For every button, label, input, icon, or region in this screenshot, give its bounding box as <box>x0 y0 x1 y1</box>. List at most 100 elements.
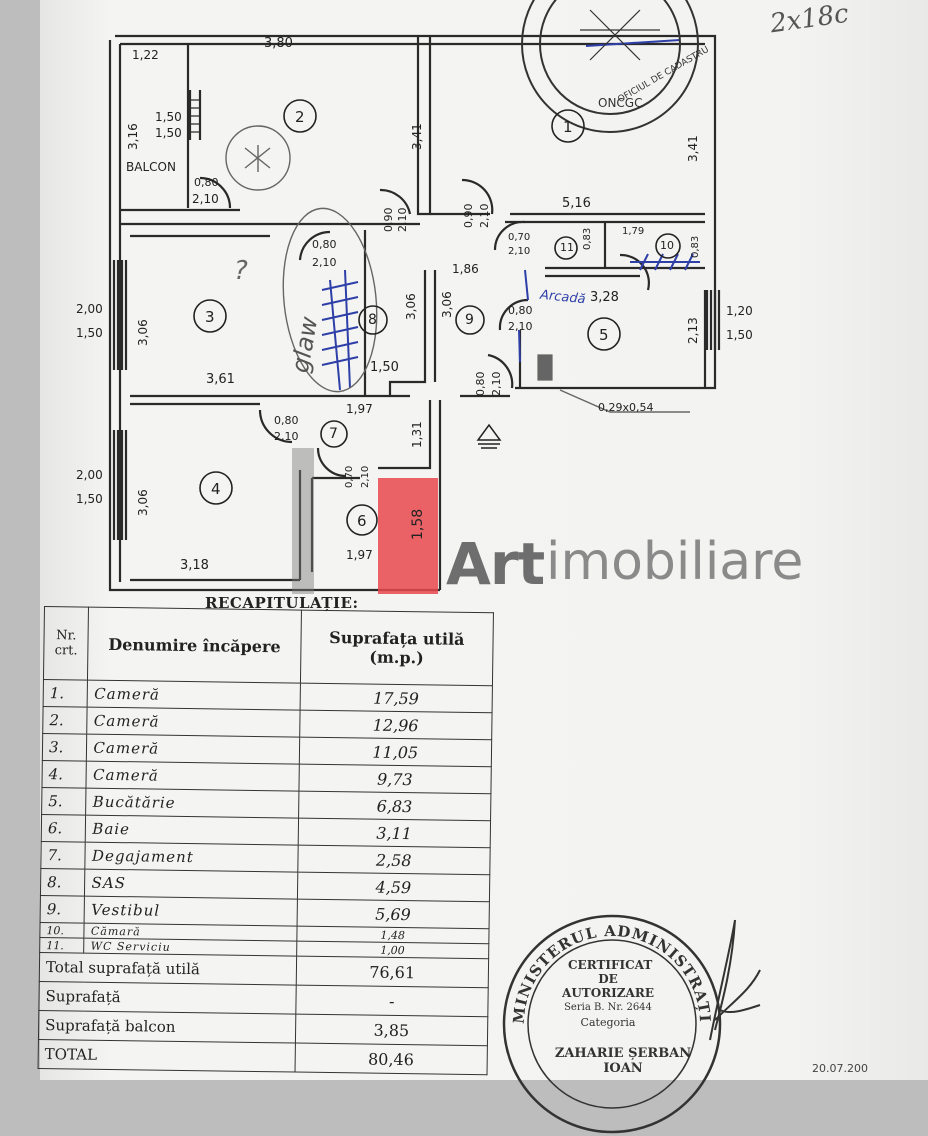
dimension-label: 0,83 <box>690 235 701 258</box>
stamp-line: DE <box>598 972 618 986</box>
dimension-label: 1,97 <box>346 548 373 562</box>
row-name: Cameră <box>87 707 300 738</box>
stamp-line: Categoria <box>580 1016 636 1029</box>
dimension-label: 3,28 <box>590 290 619 305</box>
room-number: 5 <box>599 326 609 344</box>
row-name: Cameră <box>86 734 300 765</box>
dimension-label: 0,90 <box>462 203 475 229</box>
watermark-suffix: imobiliare <box>546 532 804 592</box>
dimension-label: 2,10 <box>478 203 491 229</box>
dimension-label: 1,31 <box>410 421 424 448</box>
dimension-label: 2,10 <box>508 320 533 333</box>
dimension-label: 2,10 <box>490 371 503 397</box>
dimension-label: 2,10 <box>312 256 337 269</box>
date-fragment: 20.07.200 <box>812 1062 868 1075</box>
dimension-label: 3,16 <box>126 123 140 150</box>
dimension-label: 1,22 <box>132 48 159 62</box>
total-value: - <box>295 985 489 1017</box>
dimension-label: 3,41 <box>410 123 424 150</box>
row-area: 5,69 <box>296 899 490 929</box>
top-stamp-code: ONCGC <box>598 96 643 110</box>
dimension-label: 0,83 <box>582 227 593 250</box>
dimension-label: 2,10 <box>192 192 219 206</box>
row-nr: 9. <box>40 895 85 924</box>
room-number: 10 <box>660 239 674 252</box>
dimension-label: 3,06 <box>404 293 418 320</box>
watermark-brand: Art <box>446 530 545 598</box>
dimension-label: 5,16 <box>562 196 591 211</box>
row-nr: 7. <box>40 841 86 870</box>
room-number: 9 <box>465 312 474 328</box>
table-header-row: Nr. crt. Denumire încăpere Suprafața uti… <box>43 606 494 686</box>
row-area: 11,05 <box>298 737 492 767</box>
dimension-label: 1,97 <box>346 402 373 416</box>
dimension-label: 3,61 <box>206 372 235 387</box>
dimension-label: 3,18 <box>180 558 209 573</box>
balcony-label: BALCON <box>126 160 176 174</box>
row-area: 17,59 <box>299 683 493 713</box>
row-nr: 11. <box>39 937 85 954</box>
dimension-label: 0,80 <box>194 176 219 189</box>
dimension-label: 1,50 <box>155 110 182 124</box>
dimension-label: 2,10 <box>508 246 531 257</box>
dimension-label: 2,10 <box>360 465 371 488</box>
dimension-label: 1,79 <box>622 226 645 237</box>
room-number: 6 <box>357 512 367 530</box>
row-name: Bucătărie <box>86 788 299 819</box>
row-name: SAS <box>84 869 298 900</box>
dimension-label: 1,20 <box>726 304 753 318</box>
row-nr: 6. <box>41 814 87 843</box>
row-name: Vestibul <box>84 896 297 927</box>
total-value: 3,85 <box>294 1014 488 1046</box>
row-name: Baie <box>85 815 299 846</box>
room-number: 4 <box>211 480 221 498</box>
dimension-label: 3,06 <box>136 319 150 346</box>
row-name: Degajament <box>85 842 298 873</box>
dimension-label: 0,70 <box>344 465 355 488</box>
total-value: 80,46 <box>294 1043 488 1075</box>
dimension-label: 3,06 <box>440 291 454 318</box>
dimension-label: 1,50 <box>155 126 182 140</box>
room-number: 7 <box>329 426 338 442</box>
dimension-label: 2,00 <box>76 302 103 316</box>
stamp-line: CERTIFICAT <box>568 958 653 972</box>
total-label: Suprafață <box>38 981 296 1015</box>
dimension-label: 3,06 <box>136 489 150 516</box>
total-value: 76,61 <box>295 956 489 988</box>
dimension-label: 3,41 <box>686 135 700 162</box>
dimension-label: 2,13 <box>686 317 700 344</box>
row-nr: 10. <box>39 922 85 939</box>
floor-plan <box>108 0 721 592</box>
dimension-label: 0,80 <box>508 304 533 317</box>
row-nr: 8. <box>40 868 86 897</box>
dimension-label: 1,50 <box>370 360 399 375</box>
recap-title: RECAPITULAȚIE: <box>205 594 359 612</box>
stamp-line: AUTORIZARE <box>562 986 654 1000</box>
dimension-label: 1,50 <box>726 328 753 342</box>
watermark-overlay <box>292 448 314 594</box>
dimension-label: 0,29x0,54 <box>598 401 654 414</box>
total-label: TOTAL <box>38 1039 295 1073</box>
dimension-label: 1,50 <box>76 492 103 506</box>
stamp-name: ZAHARIE ȘERBAN IOAN <box>554 1046 692 1076</box>
row-area: 9,73 <box>298 764 492 794</box>
dimension-label: 0,80 <box>474 371 487 397</box>
dimension-label: 0,80 <box>312 238 337 251</box>
total-label: Total suprafață utilă <box>39 952 297 986</box>
dimension-label: 3,80 <box>264 36 293 51</box>
watermark-dim-label: 1,58 <box>410 508 426 540</box>
signature <box>709 919 761 1041</box>
row-name: Cameră <box>86 761 299 792</box>
header-nr: Nr. crt. <box>43 606 89 681</box>
row-nr: 5. <box>41 787 87 816</box>
row-nr: 1. <box>43 679 88 708</box>
header-name: Denumire încăpere <box>87 607 302 684</box>
room-number: 1 <box>563 118 573 136</box>
total-label: Suprafață balcon <box>38 1010 296 1044</box>
dimension-label: 0,70 <box>508 232 531 243</box>
area-table: Nr. crt. Denumire încăpere Suprafața uti… <box>38 606 494 1075</box>
handwritten-note: ? <box>234 256 248 286</box>
room-number: 3 <box>205 308 215 326</box>
dimension-label: 1,86 <box>452 262 479 276</box>
